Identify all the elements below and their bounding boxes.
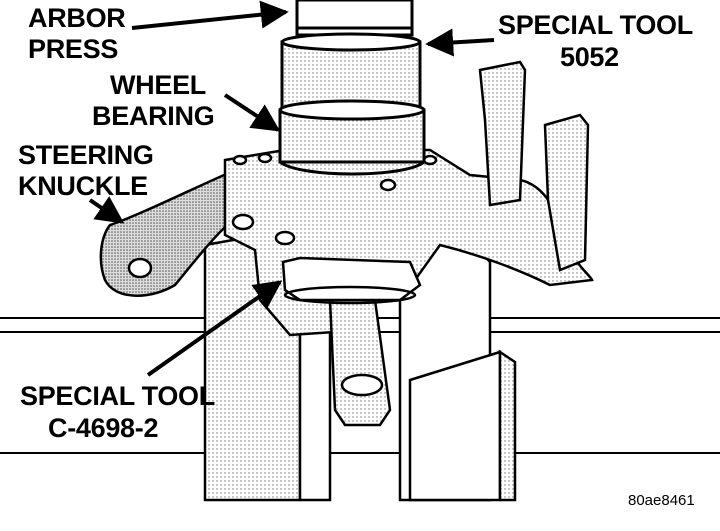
support-block-right	[398, 238, 517, 502]
label-arbor-press-line2: PRESS	[28, 34, 119, 64]
label-special-tool-5052-line1: SPECIAL TOOL	[498, 10, 693, 40]
figure-code: 80ae8461	[628, 492, 695, 509]
label-wheel-bearing-line1: WHEEL	[110, 70, 206, 100]
tool-c4698-cup	[281, 256, 422, 305]
wheel-bearing	[278, 99, 426, 176]
label-special-tool-5052-line2: 5052	[560, 42, 619, 72]
knuckle-arm	[99, 166, 262, 297]
label-wheel-bearing-line2: BEARING	[92, 101, 215, 131]
label-steering-knuckle-line1: STEERING	[18, 140, 154, 170]
leader-arrows	[88, 0, 495, 377]
label-arbor-press-line1: ARBOR	[28, 3, 126, 33]
special-tool-5052	[280, 32, 422, 114]
label-steering-knuckle-line2: KNUCKLE	[18, 171, 148, 201]
label-special-tool-c4698-line1: SPECIAL TOOL	[20, 381, 215, 411]
steering-knuckle-body	[223, 60, 594, 427]
arbor-press-ram	[295, 0, 414, 37]
label-special-tool-c4698-line2: C-4698-2	[48, 413, 159, 443]
